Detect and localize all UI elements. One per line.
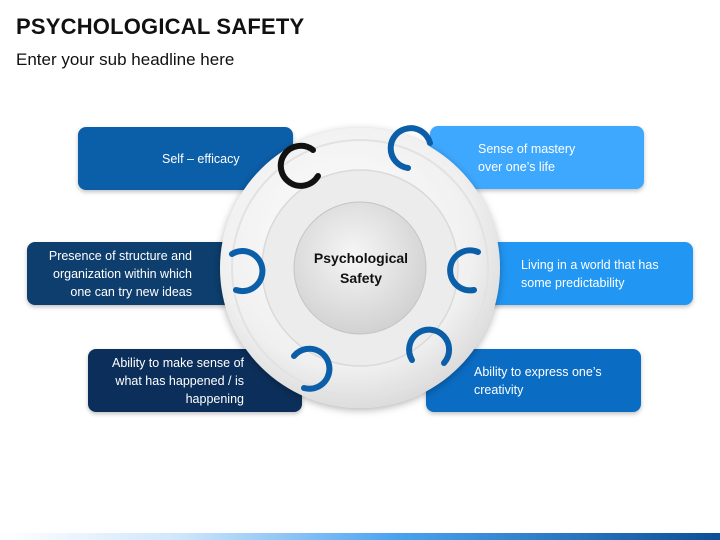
hook-mastery xyxy=(387,125,433,171)
item-label: Sense of mastery over one’s life xyxy=(478,141,576,174)
item-self-efficacy: Self – efficacy xyxy=(78,127,293,190)
item-label: Self – efficacy xyxy=(162,151,240,166)
item-label: Presence of structure and organization w… xyxy=(48,248,192,299)
hook-predictability xyxy=(447,247,481,294)
hook-creativity xyxy=(406,326,453,366)
page-subtitle: Enter your sub headline here xyxy=(16,50,235,69)
item-label: Ability to express one’s creativity xyxy=(474,364,602,397)
item-label: Ability to make sense of what has happen… xyxy=(111,355,244,406)
item-label: Living in a world that has some predicta… xyxy=(521,257,659,290)
inner-disc xyxy=(293,201,427,335)
hook-sense-making xyxy=(291,345,333,392)
item-structure: Presence of structure and organization w… xyxy=(27,242,232,305)
hook-structure xyxy=(229,248,266,295)
item-sense-making: Ability to make sense of what has happen… xyxy=(88,349,302,412)
center-label: Psychological Safety xyxy=(313,250,409,286)
hook-self-efficacy xyxy=(277,142,321,189)
page-title: PSYCHOLOGICAL SAFETY xyxy=(16,14,305,39)
item-predictability: Living in a world that has some predicta… xyxy=(475,242,693,305)
bottom-accent-bar xyxy=(0,533,720,540)
outer-ring-groove xyxy=(231,139,489,397)
